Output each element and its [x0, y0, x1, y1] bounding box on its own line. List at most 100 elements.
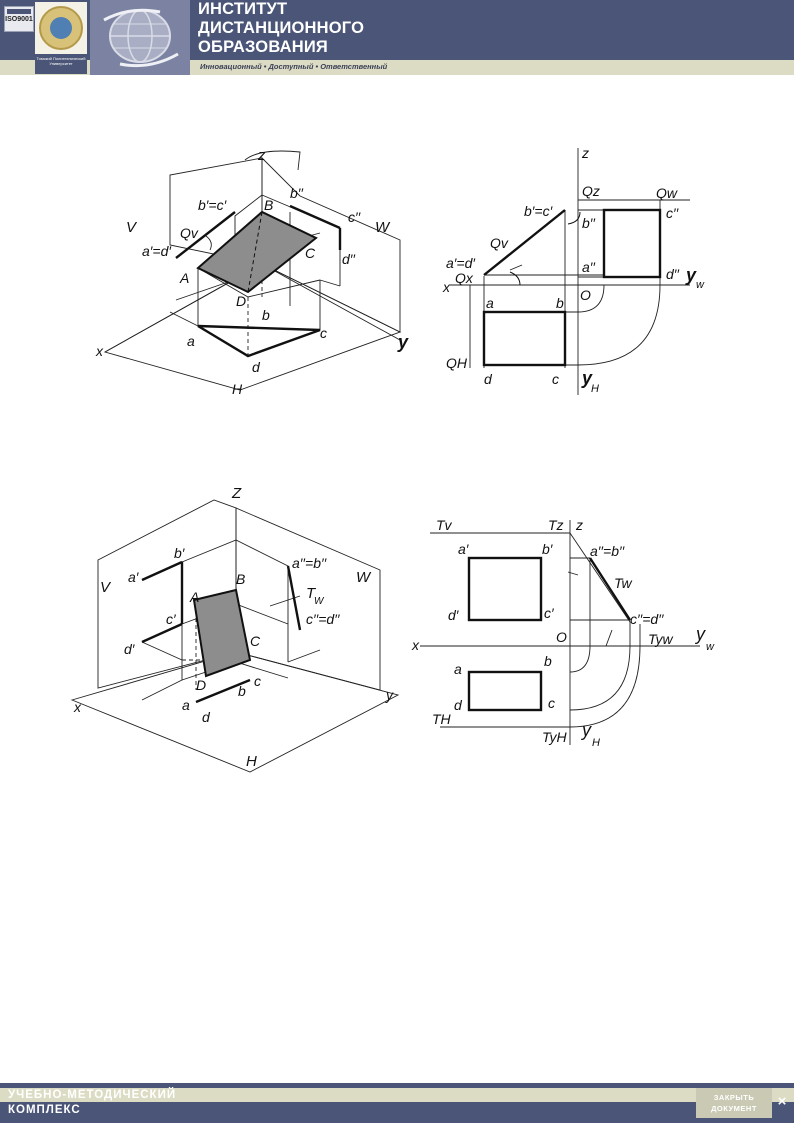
label-ad-front: a′=d′: [142, 243, 172, 259]
section-plane-parallelogram-2: [192, 588, 252, 678]
globe-icon: [103, 8, 179, 68]
epure2-label-yw-sub: w: [706, 641, 715, 653]
epure2-label-Tyw: Tyw: [648, 631, 674, 647]
fig2-label-c-front: c′: [166, 611, 177, 627]
fig2-label-a-front: a′: [128, 569, 140, 585]
fig2-label-y: y: [385, 687, 394, 703]
label-a: a: [187, 333, 195, 349]
title-line-3: ОБРАЗОВАНИЯ: [198, 38, 328, 56]
fig2-label-Tw: T: [306, 585, 317, 602]
epure2-label-cd-profile: c′′=d′′: [630, 611, 665, 627]
figure1-3d-view: z b′=c′ b′′ c′′ B V W Qv a′=d′ C d′′ A D…: [95, 147, 409, 397]
fig2-label-A: A: [189, 589, 199, 605]
epure2-label-z: z: [575, 517, 583, 533]
label-c-profile: c′′: [348, 209, 362, 225]
epure2-label-d: d: [454, 697, 463, 713]
epure2-label-c-front: c′: [544, 605, 555, 621]
fig2-label-C: C: [250, 633, 261, 649]
label-y: y: [397, 332, 409, 352]
epure2-label-d-front: d′: [448, 607, 460, 623]
fig2-label-a: a: [182, 697, 190, 713]
fig2-label-d-front: d′: [124, 641, 136, 657]
fig2-label-d: d: [202, 709, 211, 725]
epure1-label-c-profile: c′′: [666, 205, 680, 221]
footer-title-line-2: КОМПЛЕКС: [8, 1104, 81, 1116]
epure1-label-z: z: [581, 145, 589, 161]
epure1-label-ad-front: a′=d′: [446, 255, 476, 271]
fig2-label-b: b: [238, 683, 246, 699]
epure1-label-Qz: Qz: [582, 183, 600, 199]
epure1-label-Qv: Qv: [490, 235, 509, 251]
fig2-label-D: D: [196, 677, 206, 693]
epure2-label-TH: TH: [432, 711, 452, 727]
epure2-label-c: c: [548, 695, 555, 711]
label-D: D: [236, 293, 246, 309]
university-emblem: Томский Политехнический Университет: [35, 2, 87, 74]
fig2-label-x: x: [73, 699, 82, 715]
figure1-epure: z Qz Qw b′=c′ b′′ c′′ Qv a′′ a′=d′ Qx x …: [442, 145, 705, 395]
epure1-label-yw: y: [685, 265, 697, 285]
label-H: H: [232, 381, 243, 397]
epure2-label-a: a: [454, 661, 462, 677]
label-x: x: [95, 343, 104, 359]
epure2-label-yw: y: [694, 624, 706, 644]
fig2-label-cd-profile: c′′=d′′: [306, 611, 341, 627]
label-Qv: Qv: [180, 225, 199, 241]
epure2-label-x: x: [411, 637, 420, 653]
fig2-label-H: H: [246, 753, 257, 770]
epure1-label-x: x: [442, 279, 451, 295]
header-slogan-stripe: [0, 60, 794, 75]
epure2-label-O: O: [556, 629, 567, 645]
slogan: Инновационный • Доступный • Ответственны…: [200, 62, 388, 71]
label-bc-front: b′=c′: [198, 197, 228, 213]
institute-title: ИНСТИТУТ ДИСТАНЦИОННОГО ОБРАЗОВАНИЯ: [198, 0, 364, 57]
close-document-label-2: ДОКУМЕНТ: [711, 1104, 757, 1113]
epure1-label-yw-sub: w: [696, 279, 705, 291]
university-seal-icon: [39, 6, 83, 50]
label-W: W: [375, 219, 391, 236]
epure2-label-b-front: b′: [542, 541, 554, 557]
close-document-button[interactable]: ЗАКРЫТЬ ДОКУМЕНТ: [696, 1088, 772, 1118]
epure2-label-TyH: TyH: [542, 729, 568, 745]
epure2-label-yh: y: [580, 720, 592, 740]
fig2-label-ab-profile: a′′=b′′: [292, 555, 328, 571]
epure1-label-a-profile: a′′: [582, 259, 596, 275]
epure2-label-Tz: Tz: [548, 517, 564, 533]
section-plane-parallelogram: [196, 210, 318, 294]
fig2-label-b-front: b′: [174, 545, 186, 561]
fig2-label-W: W: [356, 569, 372, 586]
epure1-label-d: d: [484, 371, 493, 387]
epure2-label-yh-sub: H: [592, 737, 600, 749]
epure1-label-O: O: [580, 287, 591, 303]
label-B: B: [264, 197, 273, 213]
footer-bar: УЧЕБНО-МЕТОДИЧЕСКИЙ КОМПЛЕКС ЗАКРЫТЬ ДОК…: [0, 1083, 794, 1123]
header-banner: ISO9001 Томский Политехнический Универси…: [0, 0, 794, 75]
label-b-profile: b′′: [290, 185, 304, 201]
iso-badge: ISO9001: [4, 6, 34, 32]
epure1-label-b-profile: b′′: [582, 215, 596, 231]
fig2-label-V: V: [100, 579, 112, 596]
epure1-label-QH: QH: [446, 355, 468, 371]
globe-logo: [90, 0, 190, 75]
epure1-label-bc-front: b′=c′: [524, 203, 554, 219]
epure1-label-d-profile: d′′: [666, 266, 680, 282]
epure1-label-c: c: [552, 371, 559, 387]
label-b: b: [262, 307, 270, 323]
epure1-label-Qx: Qx: [455, 270, 474, 286]
epure2-label-Tw: Tw: [614, 575, 633, 591]
fig2-label-B: B: [236, 571, 245, 587]
footer-title-line-1: УЧЕБНО-МЕТОДИЧЕСКИЙ: [8, 1089, 177, 1101]
title-line-1: ИНСТИТУТ: [198, 0, 288, 18]
label-V: V: [126, 219, 138, 236]
epure1-label-Qw: Qw: [656, 185, 678, 201]
iso-label: ISO9001: [5, 16, 33, 23]
close-icon[interactable]: ×: [777, 1093, 787, 1110]
figure2-3d-view: Z b′ a′′=b′′ a′ V W B A T W c′ c′′=d′′ d…: [70, 485, 400, 773]
university-name: Томский Политехнический Университет: [35, 54, 87, 74]
label-c: c: [320, 325, 327, 341]
epure1-label-yh: y: [581, 368, 593, 388]
epure2-label-b: b: [544, 653, 552, 669]
epure1-label-b: b: [556, 295, 564, 311]
label-z: z: [257, 147, 266, 164]
label-A: A: [179, 270, 189, 286]
